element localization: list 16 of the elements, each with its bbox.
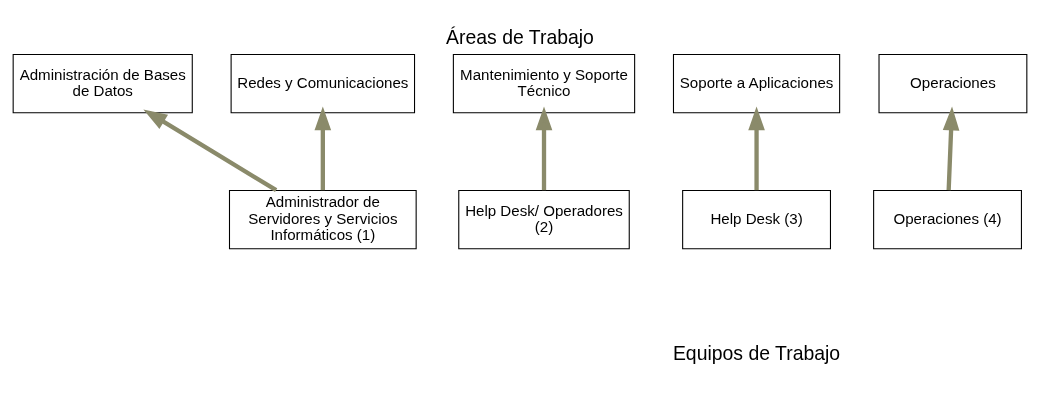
arrow <box>143 108 278 192</box>
node-box: Mantenimiento y Soporte Técnico <box>452 53 636 113</box>
node-box: Help Desk/ Operadores (2) <box>458 189 630 249</box>
node-box: Administrador de Servidores y Servicios Informáticos (1) <box>228 189 417 249</box>
caption: Equipos de Trabajo <box>672 341 841 364</box>
node-box: Redes y Comunicaciones <box>230 53 416 113</box>
arrow <box>535 106 553 190</box>
node-box: Soporte a Aplicaciones <box>672 53 841 113</box>
node-box: Operaciones <box>878 53 1028 113</box>
node-box: Help Desk (3) <box>682 189 831 249</box>
arrow <box>314 106 332 190</box>
node-box: Administración de Bases de Datos <box>12 53 193 113</box>
arrow <box>942 106 960 190</box>
node-box: Operaciones (4) <box>873 189 1022 249</box>
arrow <box>748 106 765 190</box>
diagram-title: Áreas de Trabajo <box>446 25 594 48</box>
